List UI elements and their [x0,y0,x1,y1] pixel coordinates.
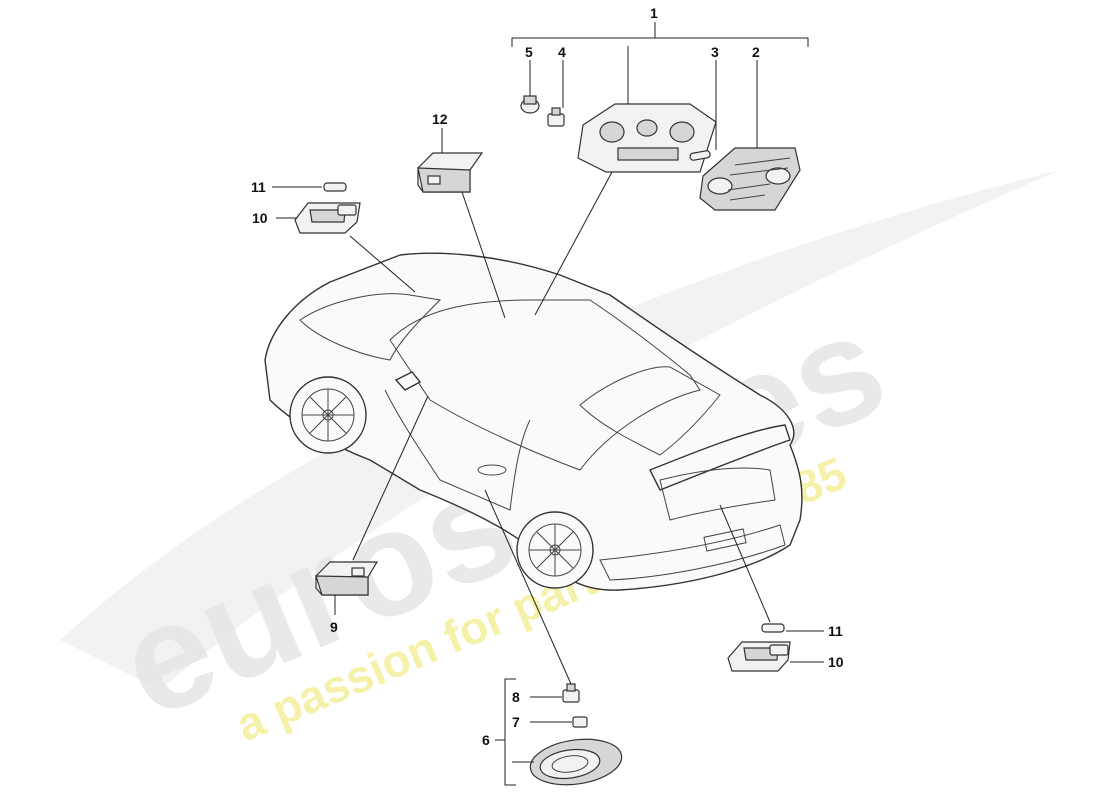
part-3-bulb [689,150,711,161]
callout-11-top: 11 [251,179,266,195]
part-2-lens-cover [699,147,801,211]
part-4-bulb [547,107,565,127]
watermark-swoosh [60,170,1060,690]
part-10-light-right [727,641,791,672]
car-windshield [299,293,442,361]
part-1-group: 1 [511,5,809,47]
part-9-light [315,561,379,596]
part-5-socket [520,95,540,114]
bracket-line-1 [511,37,809,47]
callout-7: 7 [512,714,520,730]
car-rear-window [579,366,721,456]
part-6-lens [529,738,623,786]
car-body [264,252,803,591]
callout-11-right: 11 [828,623,843,639]
callout-4: 4 [558,44,566,60]
callout-12: 12 [432,111,448,127]
callout-10-top: 10 [252,210,268,226]
car-rear-wheel [516,511,594,589]
car-rear-spoiler [649,424,791,491]
part-12-light [417,152,484,193]
callout-5: 5 [525,44,533,60]
callout-3: 3 [711,44,719,60]
callout-8: 8 [512,689,520,705]
callout-6: 6 [482,732,490,748]
car-door [384,389,531,511]
callout-2: 2 [752,44,760,60]
callout-10-right: 10 [828,654,844,670]
bracket-line-6 [504,678,516,786]
callout-9: 9 [330,619,338,635]
car-front-wheel [289,376,367,454]
car-engine-lid [659,467,776,521]
part-light-housing [577,103,717,173]
part-11-bulb-right [761,623,785,633]
car-roof [389,299,701,471]
car-license-plate [703,528,747,552]
part-7-bulb [572,716,588,728]
callout-1: 1 [650,5,658,21]
car-rear-bumper [599,524,786,581]
part-11-bulb-top [323,182,347,192]
car-side-mirror [394,371,422,391]
part-8-socket [562,683,580,703]
car-door-handle [477,464,507,476]
part-10-light-top [294,202,361,234]
car-illustration [264,252,803,591]
